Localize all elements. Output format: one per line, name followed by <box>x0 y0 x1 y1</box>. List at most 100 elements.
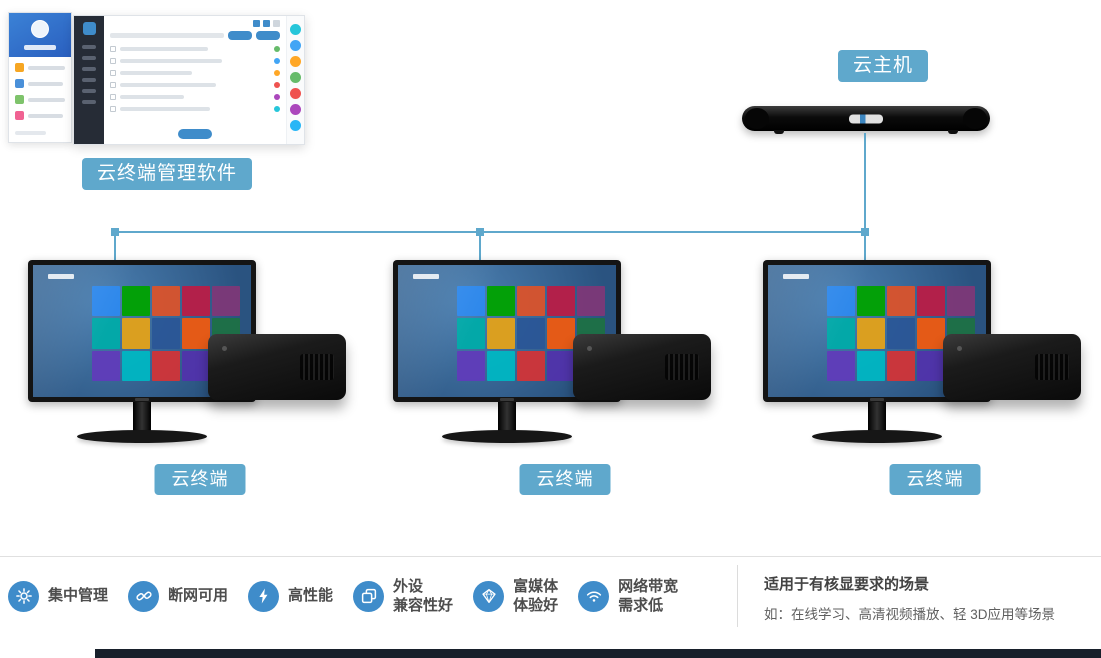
software-window-small <box>8 12 72 143</box>
window-header <box>9 13 71 57</box>
window-body <box>9 57 71 141</box>
start-text-skeleton <box>783 274 810 280</box>
app-icon <box>290 120 301 131</box>
host-foot <box>948 130 958 134</box>
folder-icon <box>15 63 24 72</box>
scenario-title: 适用于有核显要求的场景 <box>764 576 930 593</box>
status-dot <box>274 82 280 88</box>
chain-link-icon <box>128 580 160 612</box>
text-skeleton <box>120 59 222 63</box>
feature-label: 集中管理 <box>48 587 109 605</box>
monitor-base <box>77 430 207 443</box>
app-icon <box>290 40 301 51</box>
checkbox-skeleton <box>110 58 116 64</box>
monitor-stand <box>498 402 516 432</box>
status-dot <box>274 70 280 76</box>
scenario-description: 如：在线学习、高清视频播放、轻 3D应用等场景 <box>764 607 1056 622</box>
list-row-skeleton <box>110 58 280 64</box>
app-row-skeleton <box>15 79 65 88</box>
terminal-group-3: 云终端 <box>755 258 1085 498</box>
text-skeleton <box>28 81 63 86</box>
connector-drop-2 <box>479 231 481 261</box>
connector-drop-1 <box>114 231 116 261</box>
monitor-base <box>812 430 942 443</box>
feature-offline-available: 断网可用 <box>128 580 229 612</box>
status-dot <box>274 58 280 64</box>
text-skeleton <box>110 33 224 38</box>
start-text-skeleton <box>48 274 75 280</box>
management-software-label: 云终端管理软件 <box>82 158 253 190</box>
checkbox-skeleton <box>110 94 116 100</box>
app-icon <box>290 104 301 115</box>
cloud-host-label: 云主机 <box>838 50 929 82</box>
feature-rich-media: 富媒体体验好 <box>473 577 558 616</box>
text-skeleton <box>120 83 216 87</box>
monitor-base <box>442 430 572 443</box>
status-dot <box>274 106 280 112</box>
diamond-icon <box>473 580 505 612</box>
lightning-icon <box>248 580 280 612</box>
terminal-group-1: 云终端 <box>20 258 350 498</box>
button-skeleton <box>228 31 252 40</box>
feature-label: 高性能 <box>288 587 334 605</box>
feature-peripheral-compatibility: 外设兼容性好 <box>353 577 453 616</box>
mini-pc <box>943 334 1081 400</box>
host-foot <box>774 130 784 134</box>
app-icon <box>15 111 24 120</box>
checkbox-skeleton <box>110 106 116 112</box>
vent-grille <box>1035 354 1069 380</box>
checkbox-skeleton <box>110 82 116 88</box>
scenario-block: 适用于有核显要求的场景 如：在线学习、高清视频播放、轻 3D应用等场景 <box>764 573 1096 623</box>
cloud-host-device <box>742 106 990 134</box>
app-icon <box>15 95 24 104</box>
terminal-label: 云终端 <box>519 464 611 495</box>
feature-label: 断网可用 <box>168 587 229 605</box>
features-row: 集中管理 断网可用 高性能 外设兼容性好 富媒体体验好 <box>8 568 678 624</box>
bottom-bar <box>95 649 1101 658</box>
text-skeleton <box>120 95 184 99</box>
status-dot <box>274 46 280 52</box>
status-dot <box>274 94 280 100</box>
mini-pc <box>573 334 711 400</box>
app-icon <box>290 56 301 67</box>
connector-node <box>861 228 869 236</box>
monitor-stand <box>133 402 151 432</box>
power-led <box>222 346 227 351</box>
host-brand-logo <box>849 114 883 123</box>
mini-pc <box>208 334 346 400</box>
terminal-label: 云终端 <box>154 464 246 495</box>
app-icon <box>290 88 301 99</box>
window-control-icon <box>253 20 260 27</box>
sidebar-item-skeleton <box>82 56 96 60</box>
drive-icon <box>15 79 24 88</box>
vertical-divider <box>737 565 738 627</box>
app-row-skeleton <box>15 95 65 104</box>
stacked-layers-icon <box>353 580 385 612</box>
section-divider <box>0 556 1101 557</box>
app-icon <box>290 24 301 35</box>
start-text-skeleton <box>413 274 440 280</box>
sidebar-item-skeleton <box>82 45 96 49</box>
terminal-group-2: 云终端 <box>385 258 715 498</box>
software-window-main <box>73 15 305 145</box>
app-row-skeleton <box>15 111 65 120</box>
sidebar-item-skeleton <box>82 67 96 71</box>
monitor-screen <box>768 265 986 397</box>
list-row-skeleton <box>110 70 280 76</box>
window-sidebar <box>74 16 104 144</box>
window-icon-ribbon <box>286 16 304 144</box>
monitor <box>28 260 256 402</box>
feature-centralized-management: 集中管理 <box>8 580 109 612</box>
wifi-icon <box>578 580 610 612</box>
list-row-skeleton <box>110 46 280 52</box>
checkbox-skeleton <box>110 70 116 76</box>
feature-low-bandwidth: 网络带宽需求低 <box>578 577 678 616</box>
text-skeleton <box>28 97 65 102</box>
sidebar-item-skeleton <box>82 89 96 93</box>
vent-grille <box>665 354 699 380</box>
feature-label: 外设兼容性好 <box>393 577 454 615</box>
primary-button-skeleton <box>178 129 212 139</box>
avatar-icon <box>31 20 49 38</box>
window-controls <box>110 20 280 27</box>
